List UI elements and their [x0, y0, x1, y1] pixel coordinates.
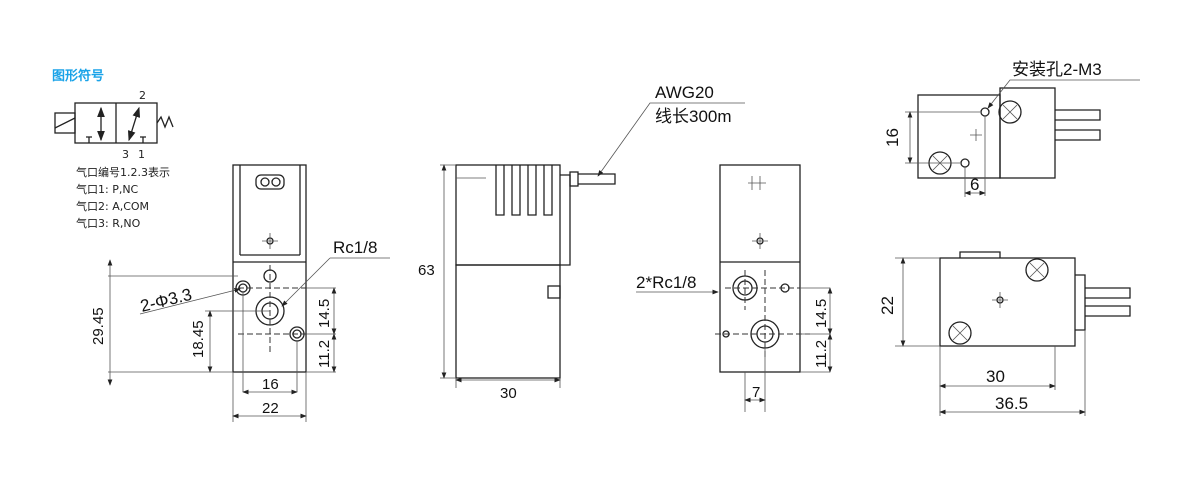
legend-line: 气口2: A,COM: [76, 199, 149, 213]
port-2-label: 2: [139, 89, 146, 102]
port-3-label: 3: [122, 148, 129, 161]
dim-width: 22: [262, 400, 279, 417]
bottom-view: 22 30 36.5: [878, 251, 1131, 416]
front-view: 16 22 29.45 18.45 14.5 11.2 2-Φ3.3 Rc1/8: [90, 164, 390, 422]
legend-line: 气口编号1.2.3表示: [76, 165, 170, 179]
mount-hole-callout: 安装孔2-M3: [1012, 60, 1102, 79]
hole-callout: 2-Φ3.3: [138, 285, 193, 316]
dim-height: 22: [878, 296, 897, 315]
dim-total-height: 29.45: [90, 307, 107, 345]
port-callout: Rc1/8: [333, 238, 377, 257]
wire-gauge-label: AWG20: [655, 83, 714, 102]
dim-width: 30: [500, 385, 517, 402]
dim-port-spacing: 14.5: [316, 299, 333, 328]
rear-view: 7 14.5 11.2 2*Rc1/8: [636, 164, 833, 412]
dim-offset: 6: [970, 175, 979, 194]
dim-port-bottom: 11.2: [316, 340, 333, 368]
wire-length-label: 线长300m: [655, 107, 732, 126]
dim-port-bottom: 11.2: [813, 340, 830, 368]
pneumatic-symbol: 图形符号 2 3 1 气口编号1.2.3表示 气口1: P,NC 气口2: A,…: [52, 68, 174, 230]
legend-line: 气口3: R,NO: [76, 216, 141, 230]
dim-port-height: 18.45: [190, 320, 207, 358]
symbol-title: 图形符号: [52, 68, 104, 84]
dim-height: 16: [883, 128, 902, 147]
dim-body-width: 30: [986, 367, 1005, 386]
side-view: 63 30 AWG20 线长300m: [418, 83, 745, 402]
dim-height: 63: [418, 262, 435, 279]
port-1-label: 1: [138, 148, 145, 161]
port-callout: 2*Rc1/8: [636, 273, 696, 292]
dim-hole-spacing: 16: [262, 376, 279, 393]
dim-port-spacing: 14.5: [813, 299, 830, 328]
legend-line: 气口1: P,NC: [76, 182, 139, 196]
top-view: 16 6 安装孔2-M3: [883, 60, 1140, 197]
dim-total-width: 36.5: [995, 394, 1028, 413]
dim-offset: 7: [752, 384, 760, 401]
